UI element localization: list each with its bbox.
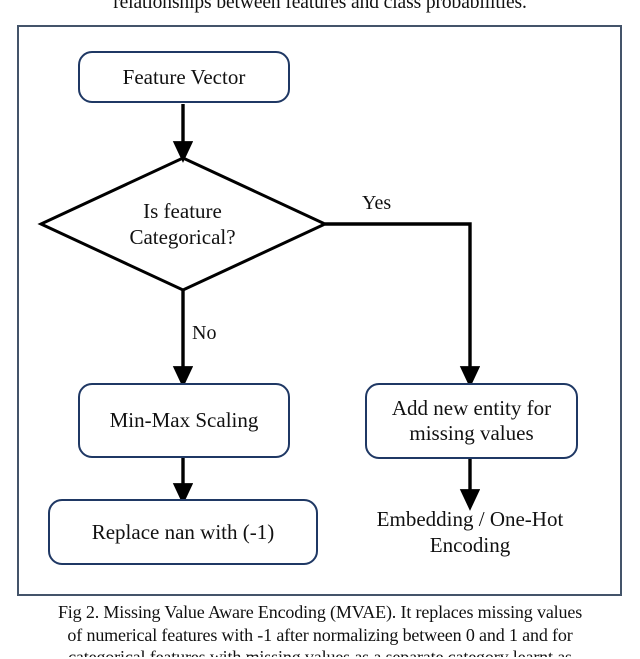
node-embedding-onehot-encoding-line2: Encoding	[429, 533, 511, 557]
node-feature-vector: Feature Vector	[78, 51, 290, 103]
node-add-new-entity: Add new entity for missing values	[365, 383, 578, 459]
figure-caption: Fig 2. Missing Value Aware Encoding (MVA…	[0, 601, 640, 657]
node-min-max-scaling: Min-Max Scaling	[78, 383, 290, 458]
node-add-new-entity-label: Add new entity for missing values	[392, 396, 551, 446]
edge-label-no: No	[192, 322, 217, 344]
node-decision-label-line1: Is feature	[143, 199, 222, 223]
node-replace-nan: Replace nan with (-1)	[48, 499, 318, 565]
figure-caption-line-1: Fig 2. Missing Value Aware Encoding (MVA…	[57, 602, 583, 622]
node-embedding-onehot-encoding: Embedding / One-Hot Encoding	[355, 506, 585, 558]
node-decision-label-line2: Categorical?	[129, 225, 236, 249]
node-feature-vector-label: Feature Vector	[122, 64, 246, 89]
body-text-above-figure: relationships between features and class…	[113, 0, 527, 13]
figure-caption-line-3: categorical features with missing values…	[68, 647, 572, 657]
node-replace-nan-label: Replace nan with (-1)	[91, 519, 275, 544]
edge-label-yes: Yes	[362, 192, 392, 214]
node-embedding-onehot-encoding-line1: Embedding / One-Hot	[376, 507, 564, 531]
node-decision-label: Is feature Categorical?	[95, 198, 270, 250]
node-add-new-entity-label-line2: missing values	[409, 421, 534, 445]
node-min-max-scaling-label: Min-Max Scaling	[109, 408, 259, 432]
node-add-new-entity-label-line1: Add new entity for	[391, 396, 552, 420]
figure-caption-line-2: of numerical features with -1 after norm…	[67, 624, 573, 645]
